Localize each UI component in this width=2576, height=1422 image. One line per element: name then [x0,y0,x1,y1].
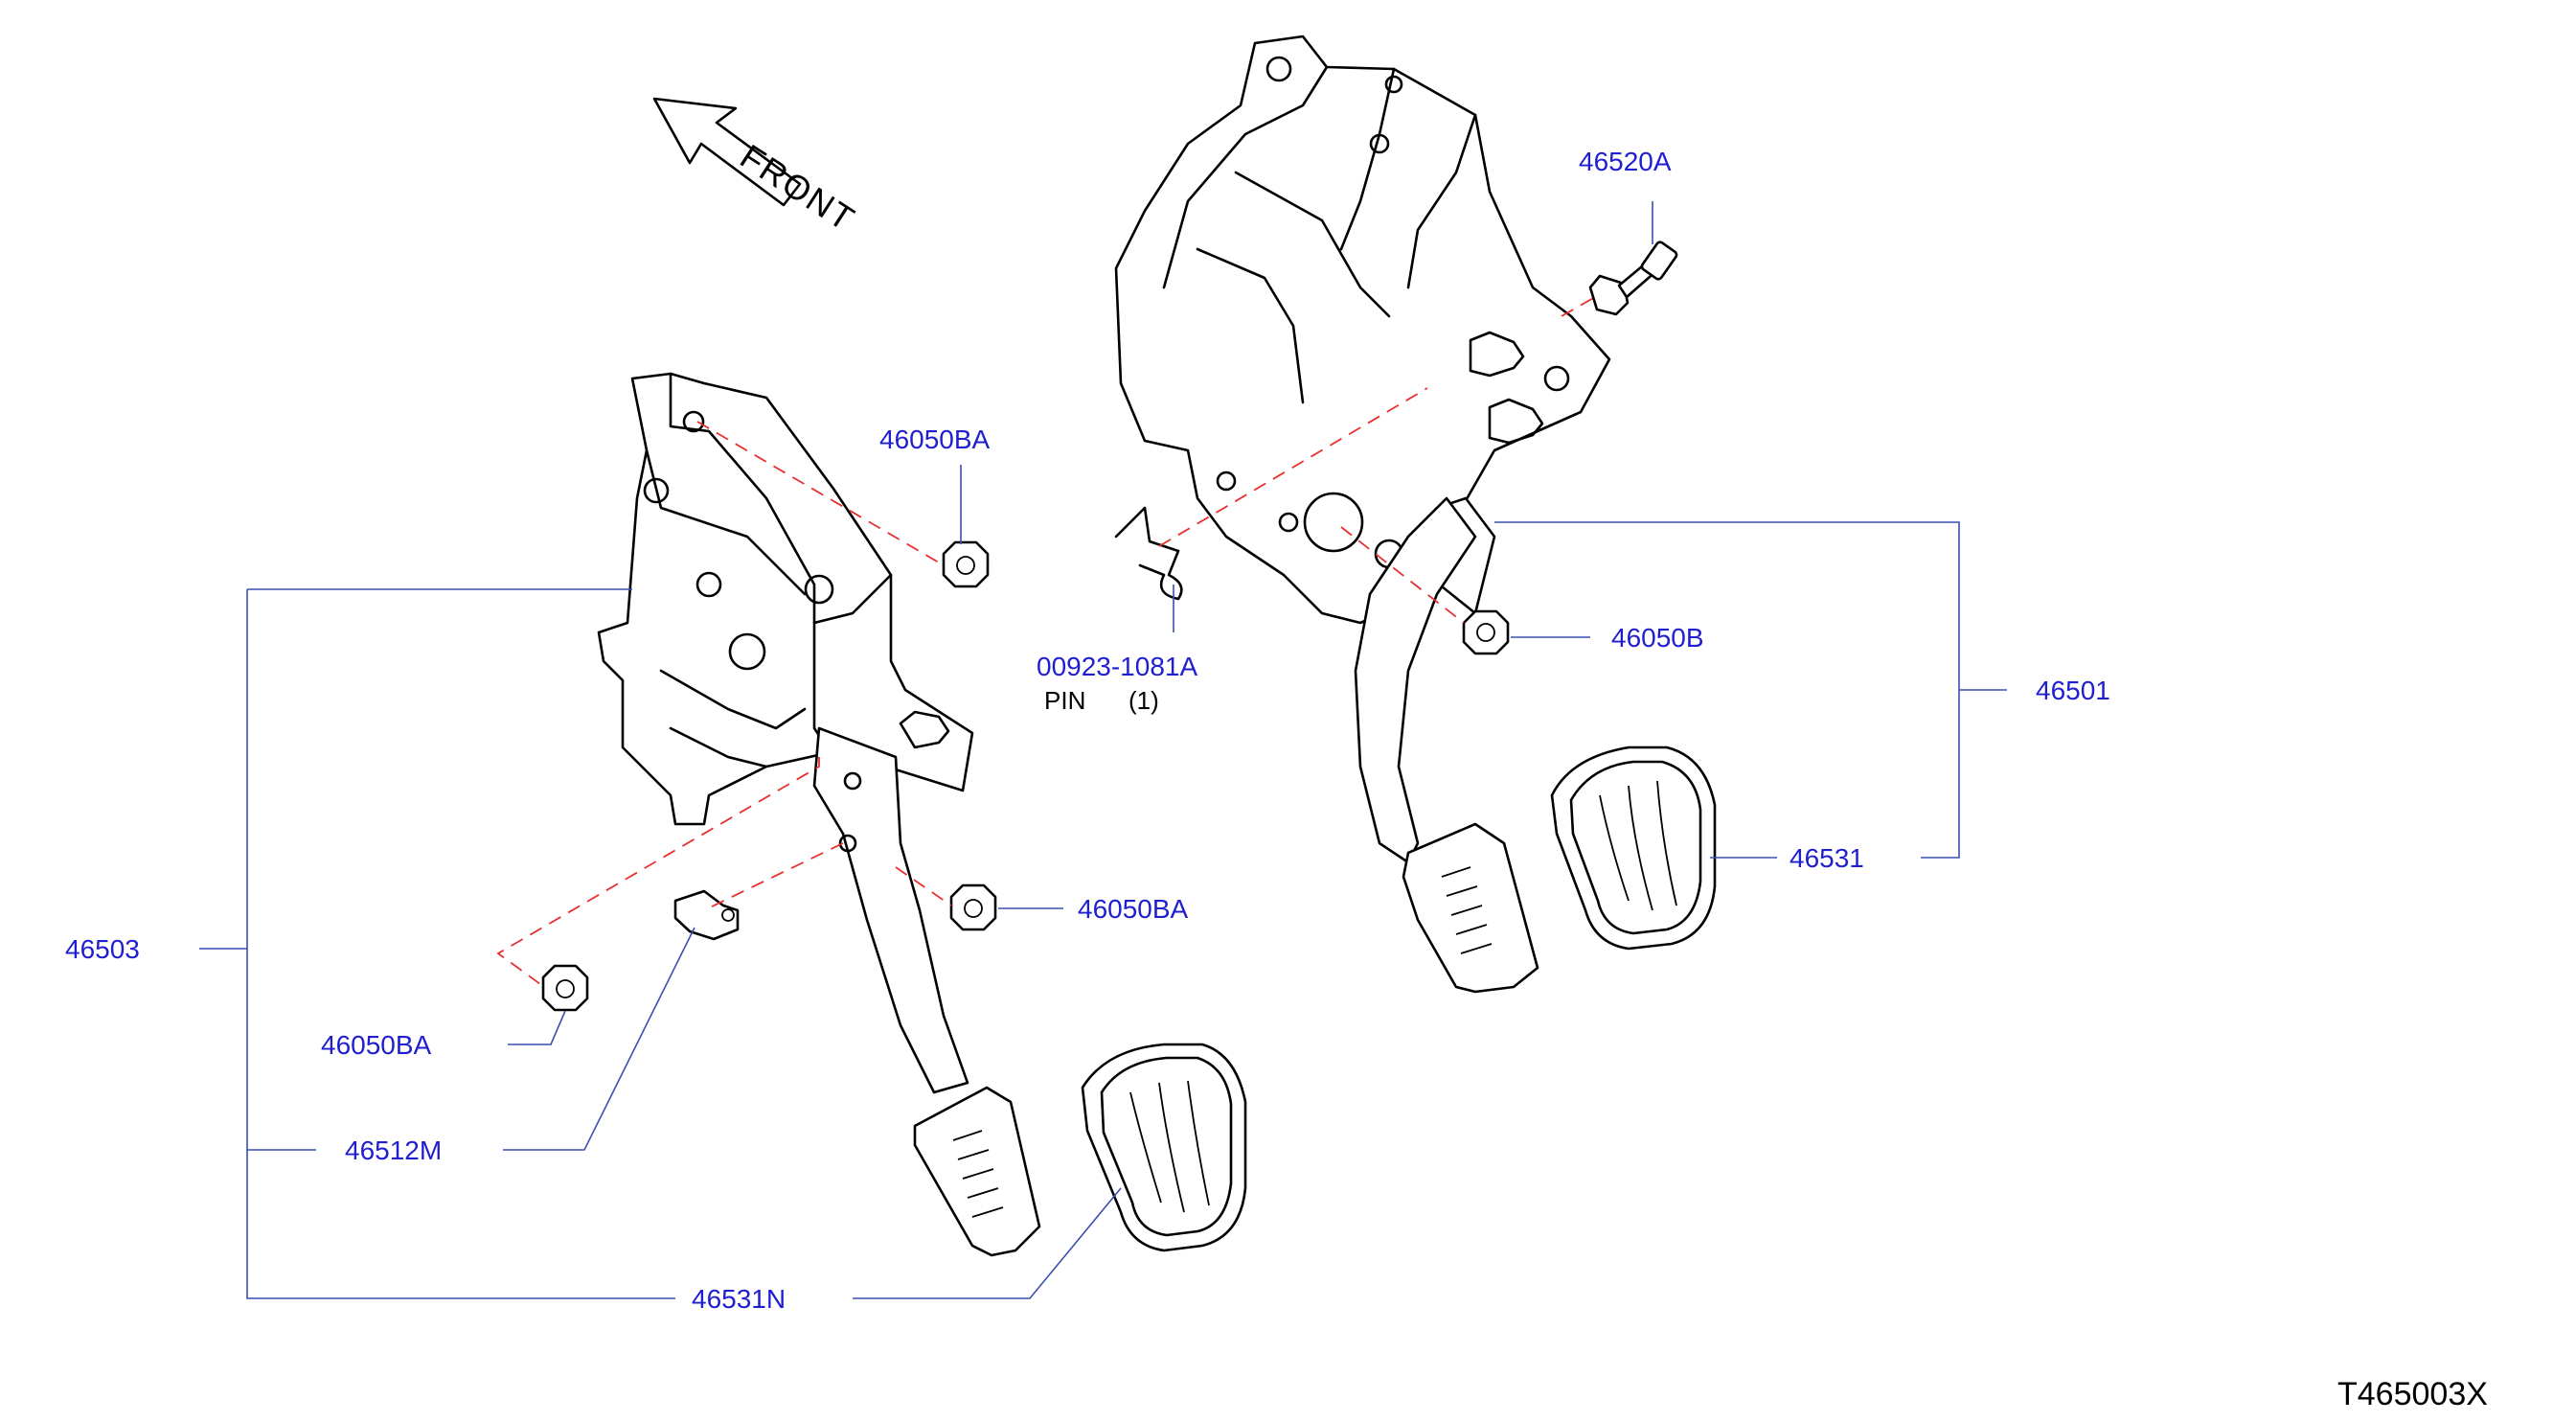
pedal-assembly-46503 [597,372,1041,1257]
stopper-46512M [673,889,740,941]
label-46512M: 46512M [345,1135,442,1165]
label-46531N: 46531N [692,1284,786,1314]
centerlines [496,296,1596,988]
leaders [199,201,2007,1299]
label-46531: 46531 [1790,843,1864,873]
label-46501: 46501 [2036,676,2110,705]
drawing-code: T465003X [2337,1376,2488,1412]
label-46050B: 46050B [1611,623,1704,653]
label-46050BA-top: 46050BA [879,424,991,454]
label-00923-1081A: 00923-1081A [1037,652,1197,681]
label-46050BA-low: 46050BA [321,1030,432,1060]
nut-46050BA-low [541,964,589,1012]
label-46520A: 46520A [1579,147,1672,176]
pedal-pad-46531 [1550,745,1717,951]
pedal-pad-46531N [1081,1043,1247,1252]
pin-00923-1081A [1114,506,1183,601]
label-pin-qty: (1) [1128,686,1159,715]
label-46503: 46503 [65,934,140,964]
front-label: FRONT [734,136,863,239]
label-46050BA-mid: 46050BA [1078,894,1189,924]
front-arrow [652,97,802,207]
nut-46050BA-top [942,540,990,588]
bolt-46520A [1588,241,1678,316]
pedal-assembly-46501 [1114,34,1611,994]
label-pin: PIN [1044,686,1085,715]
nut-46050B [1462,609,1510,655]
nut-46050BA-mid [949,883,997,931]
